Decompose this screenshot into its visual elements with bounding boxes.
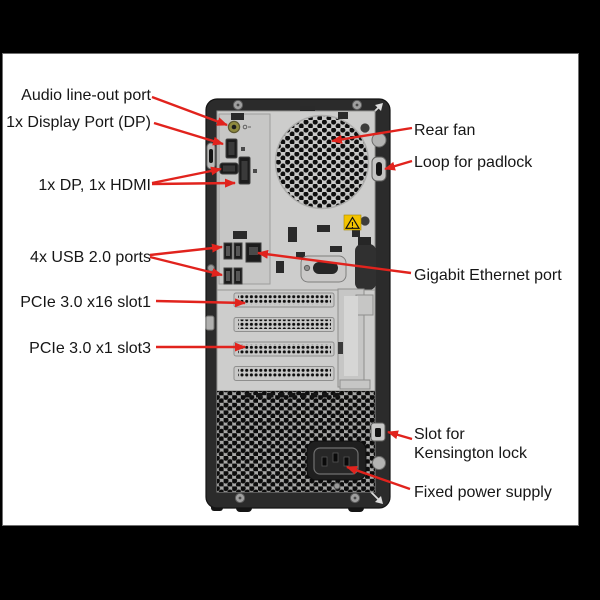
callout-rear-fan: Rear fan xyxy=(414,122,476,139)
warning-sticker: ! xyxy=(343,214,362,231)
displayport-1-port xyxy=(225,138,245,159)
arrow-padlock-loop xyxy=(384,159,413,171)
pcie-slot-covers xyxy=(233,292,335,381)
arrow-dp-hdmi-2 xyxy=(151,178,236,188)
arrow-usb-1 xyxy=(149,243,223,257)
arrow-usb-2 xyxy=(149,255,223,277)
dp-icon xyxy=(241,147,245,151)
callout-gigabit-ethernet: Gigabit Ethernet port xyxy=(414,267,562,284)
tower-chassis: ! xyxy=(205,98,391,512)
arrow-rear-fan xyxy=(331,126,413,144)
displayport-2-port xyxy=(238,156,257,185)
arrow-display-port xyxy=(153,121,224,146)
usb-2-0-ports xyxy=(223,242,243,285)
callout-fixed-power-supply: Fixed power supply xyxy=(414,484,552,501)
arrow-audio-line-out xyxy=(151,95,228,127)
pcie-slot4-vent xyxy=(238,368,331,378)
fan-mount-peg xyxy=(360,216,370,226)
arrow-dp-hdmi-1 xyxy=(151,166,222,185)
left-edge-latch-slot xyxy=(209,149,213,163)
left-edge-screw xyxy=(207,264,215,272)
chassis-screws xyxy=(232,99,363,504)
callout-usb-ports: 4x USB 2.0 ports xyxy=(30,249,151,266)
arrow-power-supply xyxy=(346,465,411,491)
arrow-pcie-x16 xyxy=(155,298,246,308)
kensington-lock-slot xyxy=(370,422,386,442)
dp-icon xyxy=(253,169,257,173)
callout-dp-hdmi: 1x DP, 1x HDMI xyxy=(38,177,151,194)
callout-loop-for-padlock: Loop for padlock xyxy=(414,154,533,171)
callout-pcie-x1-slot3: PCIe 3.0 x1 slot3 xyxy=(29,340,151,357)
left-edge-slot xyxy=(205,315,215,331)
arrow-gigabit-ethernet xyxy=(257,249,412,275)
panel-knockouts xyxy=(231,106,360,273)
slot-latch-notch xyxy=(358,237,371,245)
padlock-loop xyxy=(371,156,387,182)
callout-audio-line-out-port: Audio line-out port xyxy=(21,87,151,104)
thumbscrew-bottom xyxy=(372,456,386,470)
pcie-slot1-vent xyxy=(238,295,331,305)
audio-icon xyxy=(242,124,248,130)
corner-arrow-icon xyxy=(375,496,383,504)
warning-exclamation-glyph: ! xyxy=(351,221,354,230)
callout-display-port: 1x Display Port (DP) xyxy=(6,114,151,131)
callout-arrows xyxy=(149,95,413,491)
audio-line-out-port xyxy=(227,120,251,134)
callout-kensington-lock: Slot for Kensington lock xyxy=(414,426,527,462)
arrow-kensington xyxy=(387,430,413,441)
corner-arrow-icon xyxy=(375,103,383,111)
hdmi-port xyxy=(219,162,239,175)
pcie-slot2-vent xyxy=(238,319,331,329)
psu-top-vent-dashes xyxy=(245,393,340,398)
pcie-slot3-vent xyxy=(238,344,331,354)
card-retention-bracket xyxy=(337,288,374,390)
rear-fan xyxy=(274,114,370,210)
callout-pcie-x16-slot1: PCIe 3.0 x16 slot1 xyxy=(20,294,151,311)
warning-triangle-icon xyxy=(344,216,361,229)
fan-mount-peg xyxy=(360,123,370,133)
